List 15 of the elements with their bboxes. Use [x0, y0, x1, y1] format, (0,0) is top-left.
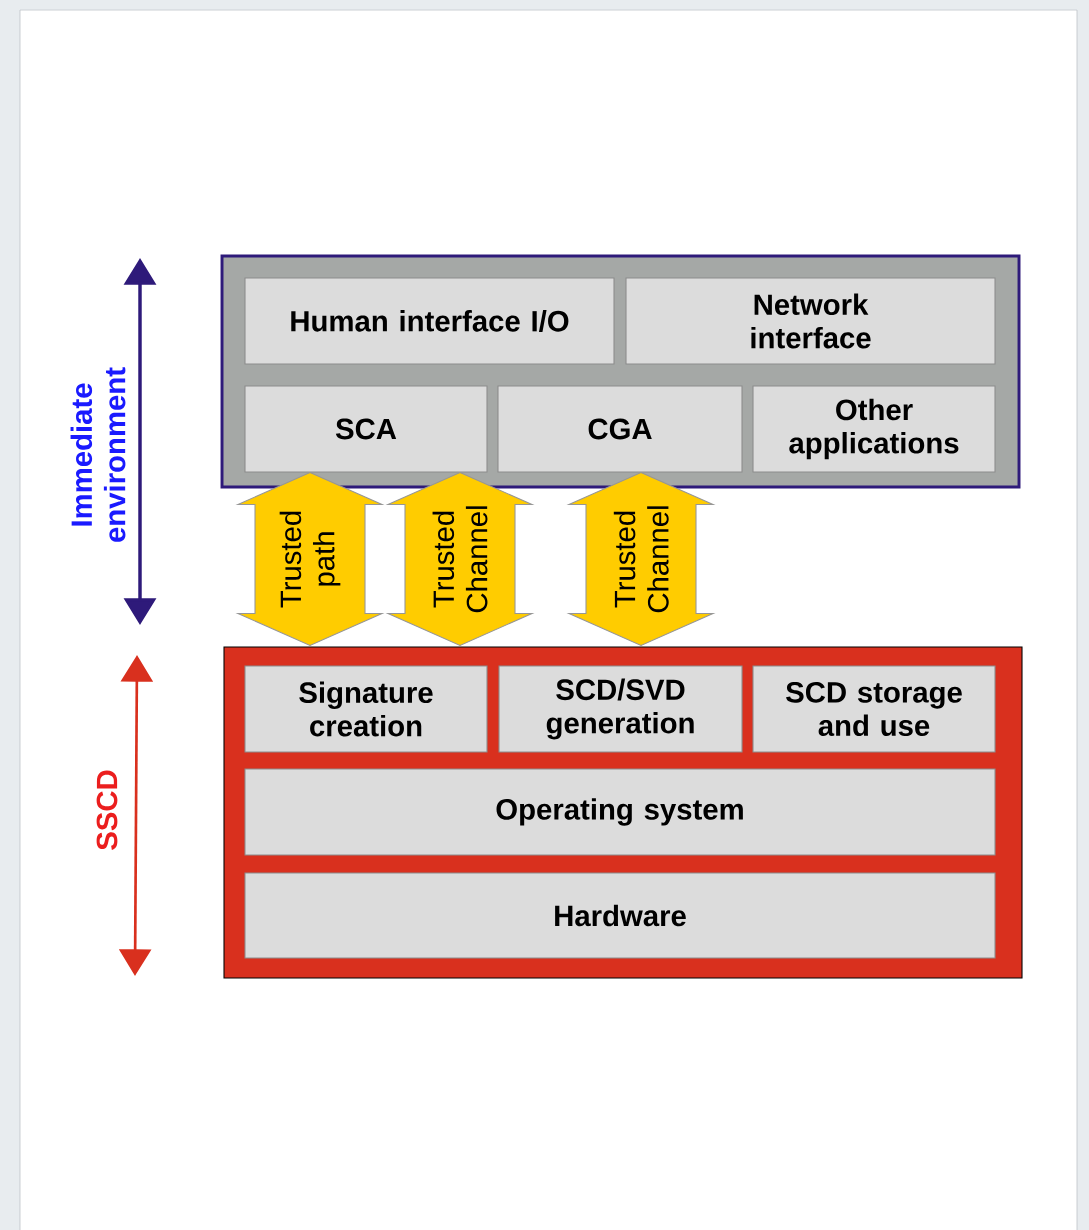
component-box: SCD/SVD generation — [498, 665, 743, 753]
component-box: CGA — [497, 385, 743, 473]
side-label: Immediate environment — [70, 367, 126, 542]
component-box: Operating system — [244, 768, 996, 856]
edge-label: Trusted path — [279, 511, 341, 608]
side-label: SSCD — [96, 770, 118, 850]
component-box: SCA — [244, 385, 488, 473]
component-box: Other applications — [752, 385, 996, 473]
component-box: Human interface I/O — [244, 277, 615, 365]
component-box: Hardware — [244, 872, 996, 959]
edge-label: Trusted Channel — [613, 506, 669, 613]
component-box: SCD storage and use — [752, 665, 996, 753]
component-box: Signature creation — [244, 665, 488, 753]
edge-label: Trusted Channel — [432, 506, 488, 613]
component-box: Network interface — [625, 277, 996, 365]
